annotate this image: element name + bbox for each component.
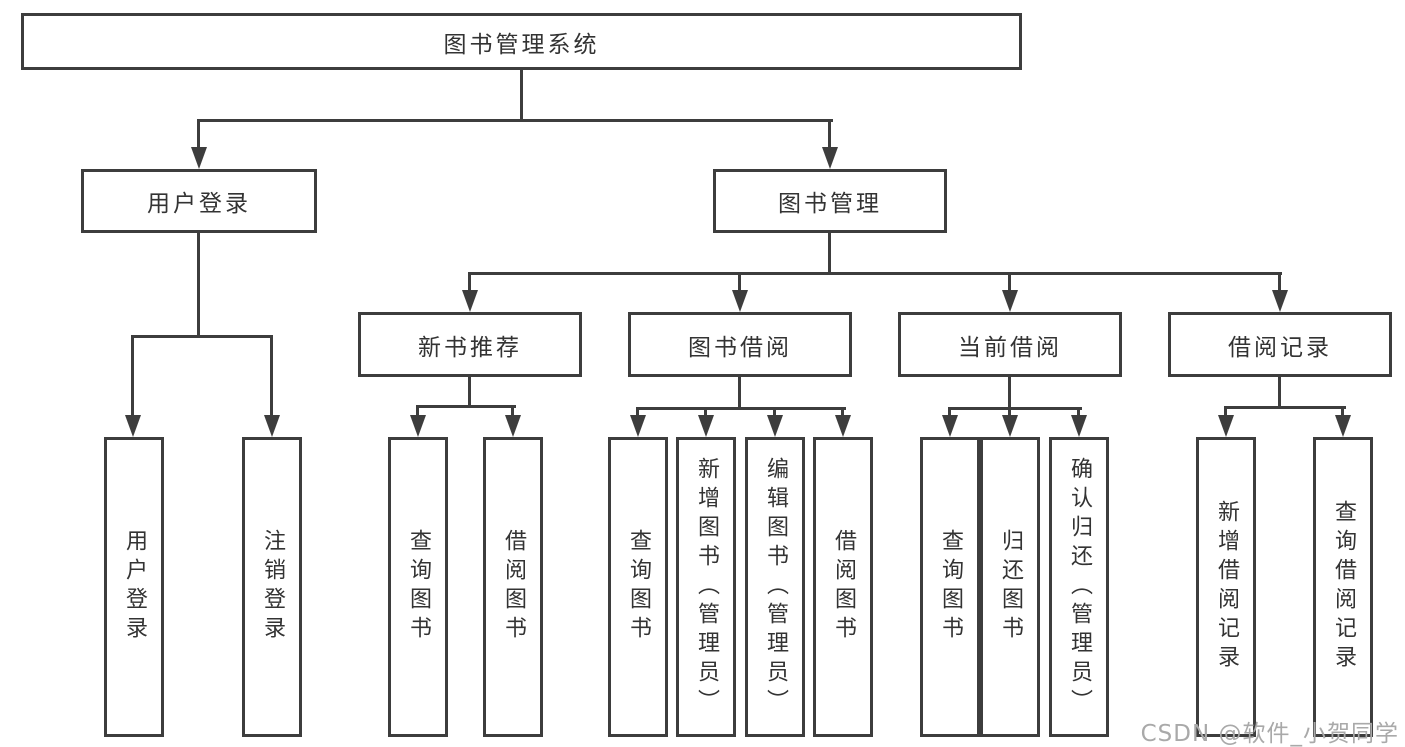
arrow-down-new-book-rec-icon [462, 290, 478, 312]
connector-root-stem [520, 70, 523, 122]
leaf-query-book-1: 查询图书 [388, 437, 448, 737]
connector-drop-query-book-2 [636, 407, 639, 419]
leaf-query-book-3: 查询图书 [920, 437, 980, 737]
arrow-down-borrow-book-1-icon [505, 415, 521, 437]
connector-book-borrow-branch [636, 407, 846, 410]
connector-drop-borrow-book-2 [841, 407, 844, 419]
node-current-borrow: 当前借阅 [898, 312, 1122, 377]
connector-current-borrow-stem [1008, 377, 1011, 410]
arrow-down-query-record-icon [1335, 415, 1351, 437]
node-book-management: 图书管理 [713, 169, 947, 233]
connector-user-login-branch [131, 335, 273, 338]
connector-drop-new-book-rec [468, 272, 471, 292]
arrow-down-current-borrow-icon [1002, 290, 1018, 312]
leaf-borrow-book-2: 借阅图书 [813, 437, 873, 737]
leaf-query-record: 查询借阅记录 [1313, 437, 1373, 737]
arrow-down-return-book-icon [1002, 415, 1018, 437]
leaf-add-record: 新增借阅记录 [1196, 437, 1256, 737]
csdn-watermark: CSDN @软件_小贺同学 [1140, 721, 1399, 747]
leaf-logout: 注销登录 [242, 437, 302, 737]
connector-drop-book-mgmt [828, 119, 831, 149]
arrow-down-add-record-icon [1218, 415, 1234, 437]
connector-drop-current-borrow [1008, 272, 1011, 292]
connector-borrow-records-stem [1278, 377, 1281, 409]
connector-drop-query-record [1341, 406, 1344, 419]
connector-drop-add-record [1224, 406, 1227, 419]
connector-borrow-records-branch [1224, 406, 1346, 409]
connector-user-login-stem [197, 233, 200, 338]
arrow-down-leaf-login-icon [125, 415, 141, 437]
connector-drop-borrow-records [1278, 272, 1281, 292]
arrow-down-query-book-3-icon [942, 415, 958, 437]
leaf-return-book: 归还图书 [980, 437, 1040, 737]
arrow-down-confirm-return-icon [1071, 415, 1087, 437]
arrow-down-user-login-icon [191, 147, 207, 169]
connector-drop-borrow-book-1 [511, 405, 514, 419]
connector-level3-branch [468, 272, 1282, 275]
connector-drop-return-book [1008, 407, 1011, 419]
connector-drop-leaf-logout [270, 335, 273, 419]
connector-book-borrow-stem [738, 377, 741, 410]
connector-drop-user-login [197, 119, 200, 149]
arrow-down-query-book-1-icon [410, 415, 426, 437]
arrow-down-book-mgmt-icon [822, 147, 838, 169]
node-borrow-records: 借阅记录 [1168, 312, 1392, 377]
connector-drop-add-book [704, 407, 707, 419]
leaf-add-book: 新增图书（管理员） [676, 437, 736, 737]
connector-new-book-rec-branch [416, 405, 516, 408]
node-new-book-recommend: 新书推荐 [358, 312, 582, 377]
connector-drop-leaf-login [131, 335, 134, 419]
connector-current-borrow-branch [948, 407, 1082, 410]
arrow-down-book-borrow-icon [732, 290, 748, 312]
leaf-edit-book: 编辑图书（管理员） [745, 437, 805, 737]
connector-drop-query-book-1 [416, 405, 419, 419]
node-user-login: 用户登录 [81, 169, 317, 233]
arrow-down-add-book-icon [698, 415, 714, 437]
leaf-borrow-book-1: 借阅图书 [483, 437, 543, 737]
connector-drop-edit-book [773, 407, 776, 419]
arrow-down-borrow-records-icon [1272, 290, 1288, 312]
node-root: 图书管理系统 [21, 13, 1022, 70]
connector-drop-confirm-return [1077, 407, 1080, 419]
leaf-user-login: 用户登录 [104, 437, 164, 737]
arrow-down-borrow-book-2-icon [835, 415, 851, 437]
connector-level2-branch [197, 119, 833, 122]
connector-book-mgmt-stem [828, 233, 831, 275]
connector-drop-query-book-3 [948, 407, 951, 419]
connector-drop-book-borrow [738, 272, 741, 292]
arrow-down-edit-book-icon [767, 415, 783, 437]
connector-new-book-rec-stem [468, 377, 471, 408]
leaf-confirm-return: 确认归还（管理员） [1049, 437, 1109, 737]
arrow-down-query-book-2-icon [630, 415, 646, 437]
arrow-down-leaf-logout-icon [264, 415, 280, 437]
node-book-borrow: 图书借阅 [628, 312, 852, 377]
leaf-query-book-2: 查询图书 [608, 437, 668, 737]
